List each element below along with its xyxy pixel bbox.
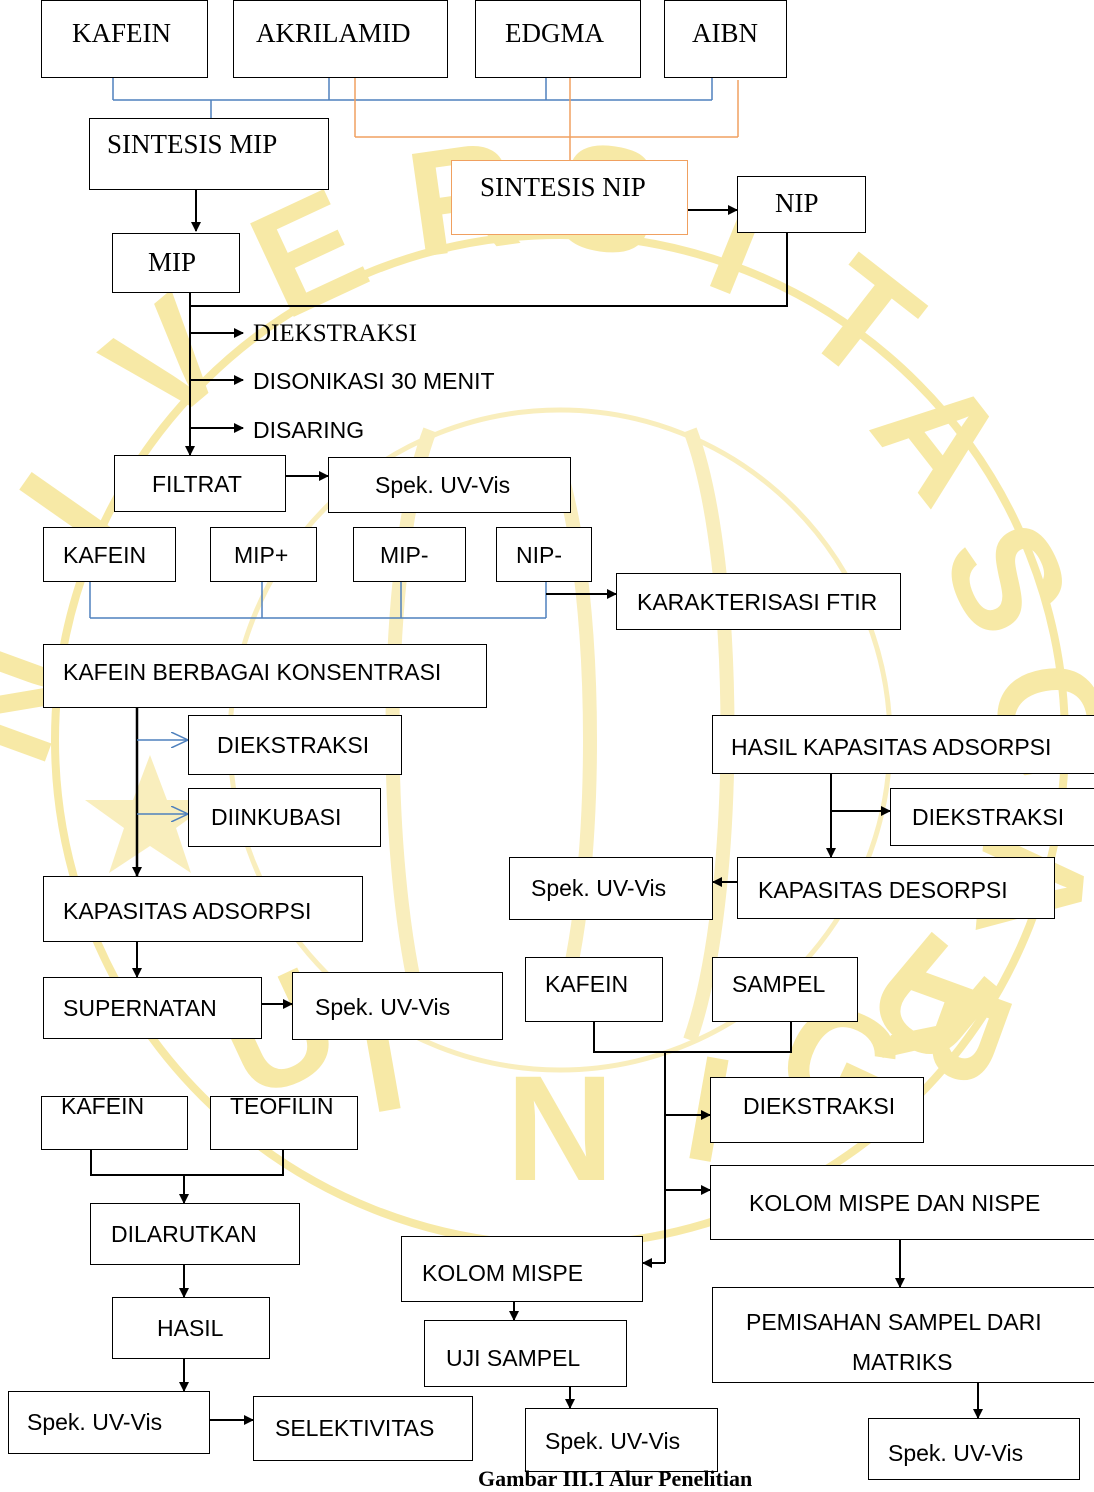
watermark-letter: N — [506, 1044, 614, 1212]
box-mip-minus — [353, 527, 466, 582]
box-spek-pemisahan — [868, 1418, 1080, 1480]
box-hasil — [112, 1297, 270, 1359]
spek-pemisahan-label: Spek. UV-Vis — [888, 1440, 1024, 1466]
spek-desorpsi-label: Spek. UV-Vis — [531, 875, 667, 901]
diinkubasi-label: DIINKUBASI — [211, 804, 342, 830]
box-spek-desorpsi — [509, 857, 713, 920]
edgma-label: EDGMA — [505, 18, 604, 48]
box-akrilamid — [233, 0, 448, 78]
diekstraksi-1-label: DIEKSTRAKSI — [217, 732, 370, 758]
box-supernatan — [43, 977, 262, 1039]
sintesis-nip-label: SINTESIS NIP — [480, 172, 646, 202]
nip-label: NIP — [775, 188, 819, 218]
spek-supernatan-label: Spek. UV-Vis — [315, 994, 451, 1020]
supernatan-label: SUPERNATAN — [63, 995, 217, 1021]
nip-inputs-connector — [354, 68, 739, 160]
box-filtrat — [114, 455, 286, 512]
filtrat-label: FILTRAT — [152, 471, 242, 497]
kapasitas-adsorpsi-label: KAPASITAS ADSORPSI — [63, 898, 312, 924]
hasil-label: HASIL — [157, 1315, 224, 1341]
box-kolom-mispe-nispe — [710, 1165, 1094, 1240]
kapasitas-desorpsi-label: KAPASITAS DESORPSI — [758, 877, 1008, 903]
box-spek-uji — [525, 1408, 718, 1472]
box-nip — [737, 176, 866, 233]
line-selektivitas-inputs — [90, 1150, 284, 1176]
box-kapasitas-adsorpsi — [43, 876, 363, 942]
box-selektivitas — [253, 1396, 473, 1461]
box-pemisahan — [712, 1287, 1094, 1383]
ftir-inputs-connector — [89, 582, 547, 619]
box-mip-plus — [210, 527, 317, 582]
kolom-mispe-label: KOLOM MISPE — [422, 1260, 584, 1286]
box-diekstraksi-1 — [188, 715, 402, 775]
spek-filtrat-label: Spek. UV-Vis — [375, 472, 511, 498]
pemisahan-label-line1: PEMISAHAN SAMPEL DARI — [746, 1309, 1042, 1335]
spek-sel-label: Spek. UV-Vis — [27, 1409, 163, 1435]
box-karakterisasi-ftir — [616, 573, 901, 630]
box-aibn — [664, 0, 787, 78]
line-spe-inputs — [593, 1022, 792, 1053]
box-sintesis-mip — [89, 118, 329, 190]
aibn-label: AIBN — [692, 18, 758, 48]
step-disaring: DISARING — [253, 417, 365, 443]
kolom-mispe-nispe-label: KOLOM MISPE DAN NISPE — [749, 1190, 1041, 1216]
mip-label: MIP — [148, 247, 197, 277]
sintesis-mip-label: SINTESIS MIP — [107, 129, 278, 159]
box-kafein-spe — [525, 957, 663, 1022]
box-kolom-mispe — [401, 1236, 643, 1302]
kafein-top-label: KAFEIN — [72, 18, 171, 48]
spek-uji-label: Spek. UV-Vis — [545, 1428, 681, 1454]
kafein-spe-label: KAFEIN — [545, 971, 629, 997]
teofilin-label: TEOFILIN — [230, 1093, 334, 1119]
diekstraksi-desorpsi-label: DIEKSTRAKSI — [912, 804, 1065, 830]
sampel-label: SAMPEL — [732, 971, 826, 997]
figure-caption: Gambar III.1 Alur Penelitian — [478, 1466, 753, 1491]
line-nip-to-trunk — [190, 233, 788, 307]
box-kafein-konsentrasi — [43, 644, 487, 708]
watermark-letter: S — [910, 497, 1094, 659]
box-diinkubasi — [188, 788, 381, 847]
box-teofilin — [210, 1096, 358, 1150]
uji-sampel-label: UJI SAMPEL — [446, 1345, 581, 1371]
hasil-kapasitas-label: HASIL KAPASITAS ADSORPSI — [731, 734, 1052, 760]
box-spek-supernatan — [292, 972, 503, 1040]
box-edgma — [475, 0, 641, 78]
diekstraksi-spe-label: DIEKSTRAKSI — [743, 1093, 896, 1119]
box-diekstraksi-desorpsi — [890, 788, 1094, 846]
pemisahan-label-line2: MATRIKS — [852, 1349, 953, 1375]
box-nip-minus — [496, 527, 592, 582]
box-kafein-sel — [41, 1096, 188, 1150]
selektivitas-label: SELEKTIVITAS — [275, 1415, 435, 1441]
kafein-konsentrasi-label: KAFEIN BERBAGAI KONSENTRASI — [63, 659, 442, 685]
box-dilarutkan — [90, 1203, 300, 1265]
box-spek-filtrat — [328, 457, 571, 513]
box-kafein-ftir — [43, 527, 176, 582]
akrilamid-label: AKRILAMID — [256, 18, 411, 48]
mip-plus-label: MIP+ — [234, 542, 289, 568]
box-sintesis-nip — [451, 160, 688, 235]
karakterisasi-ftir-label: KARAKTERISASI FTIR — [637, 589, 878, 615]
mip-minus-label: MIP- — [380, 542, 429, 568]
kafein-ftir-label: KAFEIN — [63, 542, 147, 568]
top-inputs-connector — [112, 78, 713, 118]
box-kapasitas-desorpsi — [737, 857, 1055, 919]
step-diekstraksi: DIEKSTRAKSI — [253, 320, 417, 347]
box-uji-sampel — [424, 1320, 627, 1387]
box-hasil-kapasitas — [712, 715, 1094, 774]
box-mip — [112, 233, 240, 293]
step-disonikasi: DISONIKASI 30 MENIT — [253, 368, 495, 394]
box-diekstraksi-spe — [710, 1077, 924, 1143]
box-kafein-top — [41, 0, 208, 78]
kafein-sel-label: KAFEIN — [61, 1093, 145, 1119]
box-spek-sel — [8, 1391, 210, 1454]
nip-minus-label: NIP- — [516, 542, 562, 568]
dilarutkan-label: DILARUTKAN — [111, 1221, 257, 1247]
box-sampel — [712, 957, 858, 1022]
